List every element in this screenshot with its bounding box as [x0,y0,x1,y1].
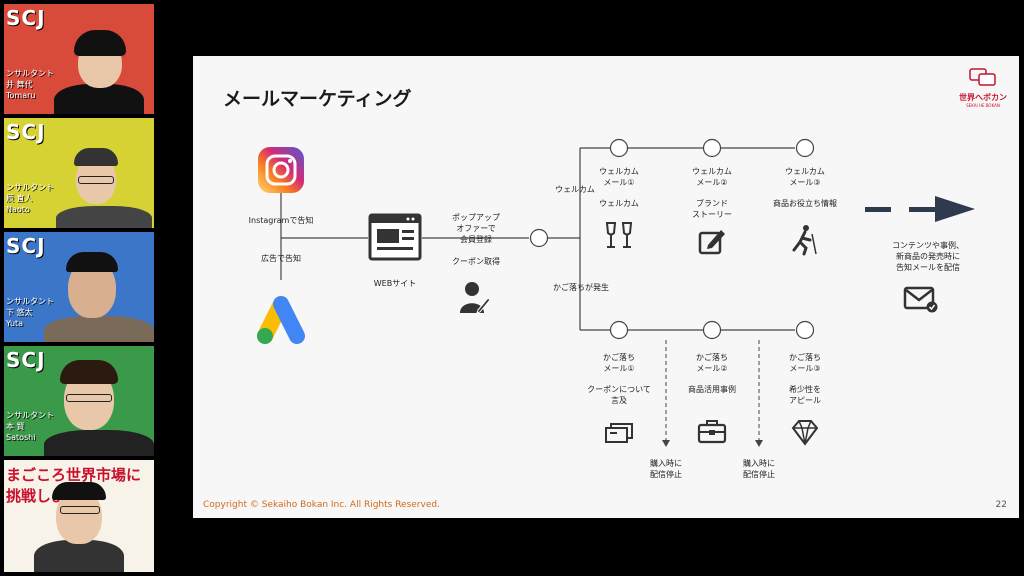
instagram-icon [258,147,304,193]
welcome-mail-2-title: ウェルカムメール② [692,167,732,187]
ads-label: 広告で告知 [261,254,301,263]
branch-node [529,228,549,248]
welcome-mail-1-desc: ウェルカム [599,199,639,208]
welcome-mail-2-desc: ブランドストーリー [692,199,732,219]
participant-tile-5[interactable]: まごころ世界市場に挑戦しよう! [4,460,154,572]
website-icon [368,213,422,261]
cart-mail-1-title: かご落ちメール① [603,353,635,373]
cart-node-3 [795,320,815,340]
welcome-mail-3-desc: 商品お役立ち情報 [773,199,837,208]
cart-node-2 [702,320,722,340]
pen-icon [698,230,725,255]
copyright-footer: Copyright © Sekaiho Bokan Inc. All Right… [203,500,440,510]
company-logo: SCJ [6,6,46,30]
company-logo: SCJ [6,348,46,372]
welcome-node-1 [609,138,629,158]
purchase-stop-note-2: 購入時に配信停止 [743,459,775,479]
presentation-slide: メールマーケティング 世界へボカン SEKAI HE BOKAN [193,56,1019,518]
cart-mail-2-desc: 商品活用事例 [688,385,736,394]
cart-node-1 [609,320,629,340]
cart-mail-3-desc: 希少性をアピール [789,385,821,405]
slide-page-number: 22 [995,500,1007,510]
slide-title: メールマーケティング [223,88,412,110]
welcome-branch-label: ウェルカム [555,185,595,194]
coupon-label: クーポン取得 [452,257,500,266]
google-ads-icon [257,296,305,344]
company-logo: SCJ [6,234,46,258]
cart-mail-2-title: かご落ちメール② [696,353,728,373]
mail-send-icon [903,286,938,313]
cart-mail-1-desc: クーポンについて言及 [587,385,651,405]
brand-logo: 世界へボカン SEKAI HE BOKAN [955,68,1011,108]
website-label: WEBサイト [373,279,417,288]
toolbox-icon [697,420,727,444]
user-signup-icon [460,282,491,314]
hiking-icon [792,225,817,256]
company-logo: SCJ [6,120,46,144]
brand-chat-icon [969,68,996,86]
cart-branch-label: かご落ちが発生 [553,283,609,292]
welcome-node-3 [795,138,815,158]
champagne-icon [605,222,633,248]
purchase-stop-note-1: 購入時に配信停止 [650,459,682,479]
coupon-icon [605,423,633,443]
cart-mail-3-title: かご落ちメール③ [789,353,821,373]
followup-mail-note: コンテンツや事例、新商品の発売時に告知メールを配信 [892,241,964,272]
welcome-mail-3-title: ウェルカムメール③ [785,167,825,187]
instagram-label: Instagramで告知 [248,216,314,225]
welcome-node-2 [702,138,722,158]
diamond-icon [791,420,819,446]
welcome-mail-1-title: ウェルカムメール① [599,167,639,187]
popup-offer-label: ポップアップオファーで会員登録 [452,213,500,244]
